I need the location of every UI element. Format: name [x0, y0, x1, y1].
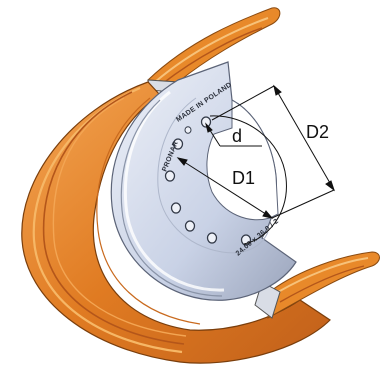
label-D2: D2	[306, 122, 329, 142]
d2-arrow-top	[273, 84, 282, 96]
label-D1: D1	[232, 168, 255, 188]
dimension-labels: d D1 D2	[232, 122, 329, 188]
d1-arrow-left	[176, 157, 188, 166]
d2-dimension-line	[273, 85, 335, 191]
bolt-hole-8	[184, 126, 192, 134]
bolt-hole-1	[200, 116, 212, 128]
bolt-hole-4	[170, 202, 182, 214]
d-arrow	[205, 122, 213, 133]
d2-extension-bottom	[271, 189, 335, 219]
label-d: d	[232, 126, 242, 146]
bolt-hole-2	[172, 138, 184, 150]
bolt-holes	[164, 116, 252, 246]
d1-dimension-line	[177, 157, 273, 219]
d2-extension-top	[211, 85, 275, 121]
bolt-hole-5	[184, 220, 196, 232]
d2-arrow-bottom	[325, 180, 335, 192]
d1-arrow-right	[262, 210, 274, 219]
dimension-lines	[176, 84, 335, 245]
bolt-hole-3	[164, 170, 176, 182]
bolt-hole-6	[206, 232, 218, 244]
bolt-circle-arc	[209, 115, 287, 245]
tyre-body	[21, 81, 331, 364]
centre-bore	[206, 99, 279, 221]
